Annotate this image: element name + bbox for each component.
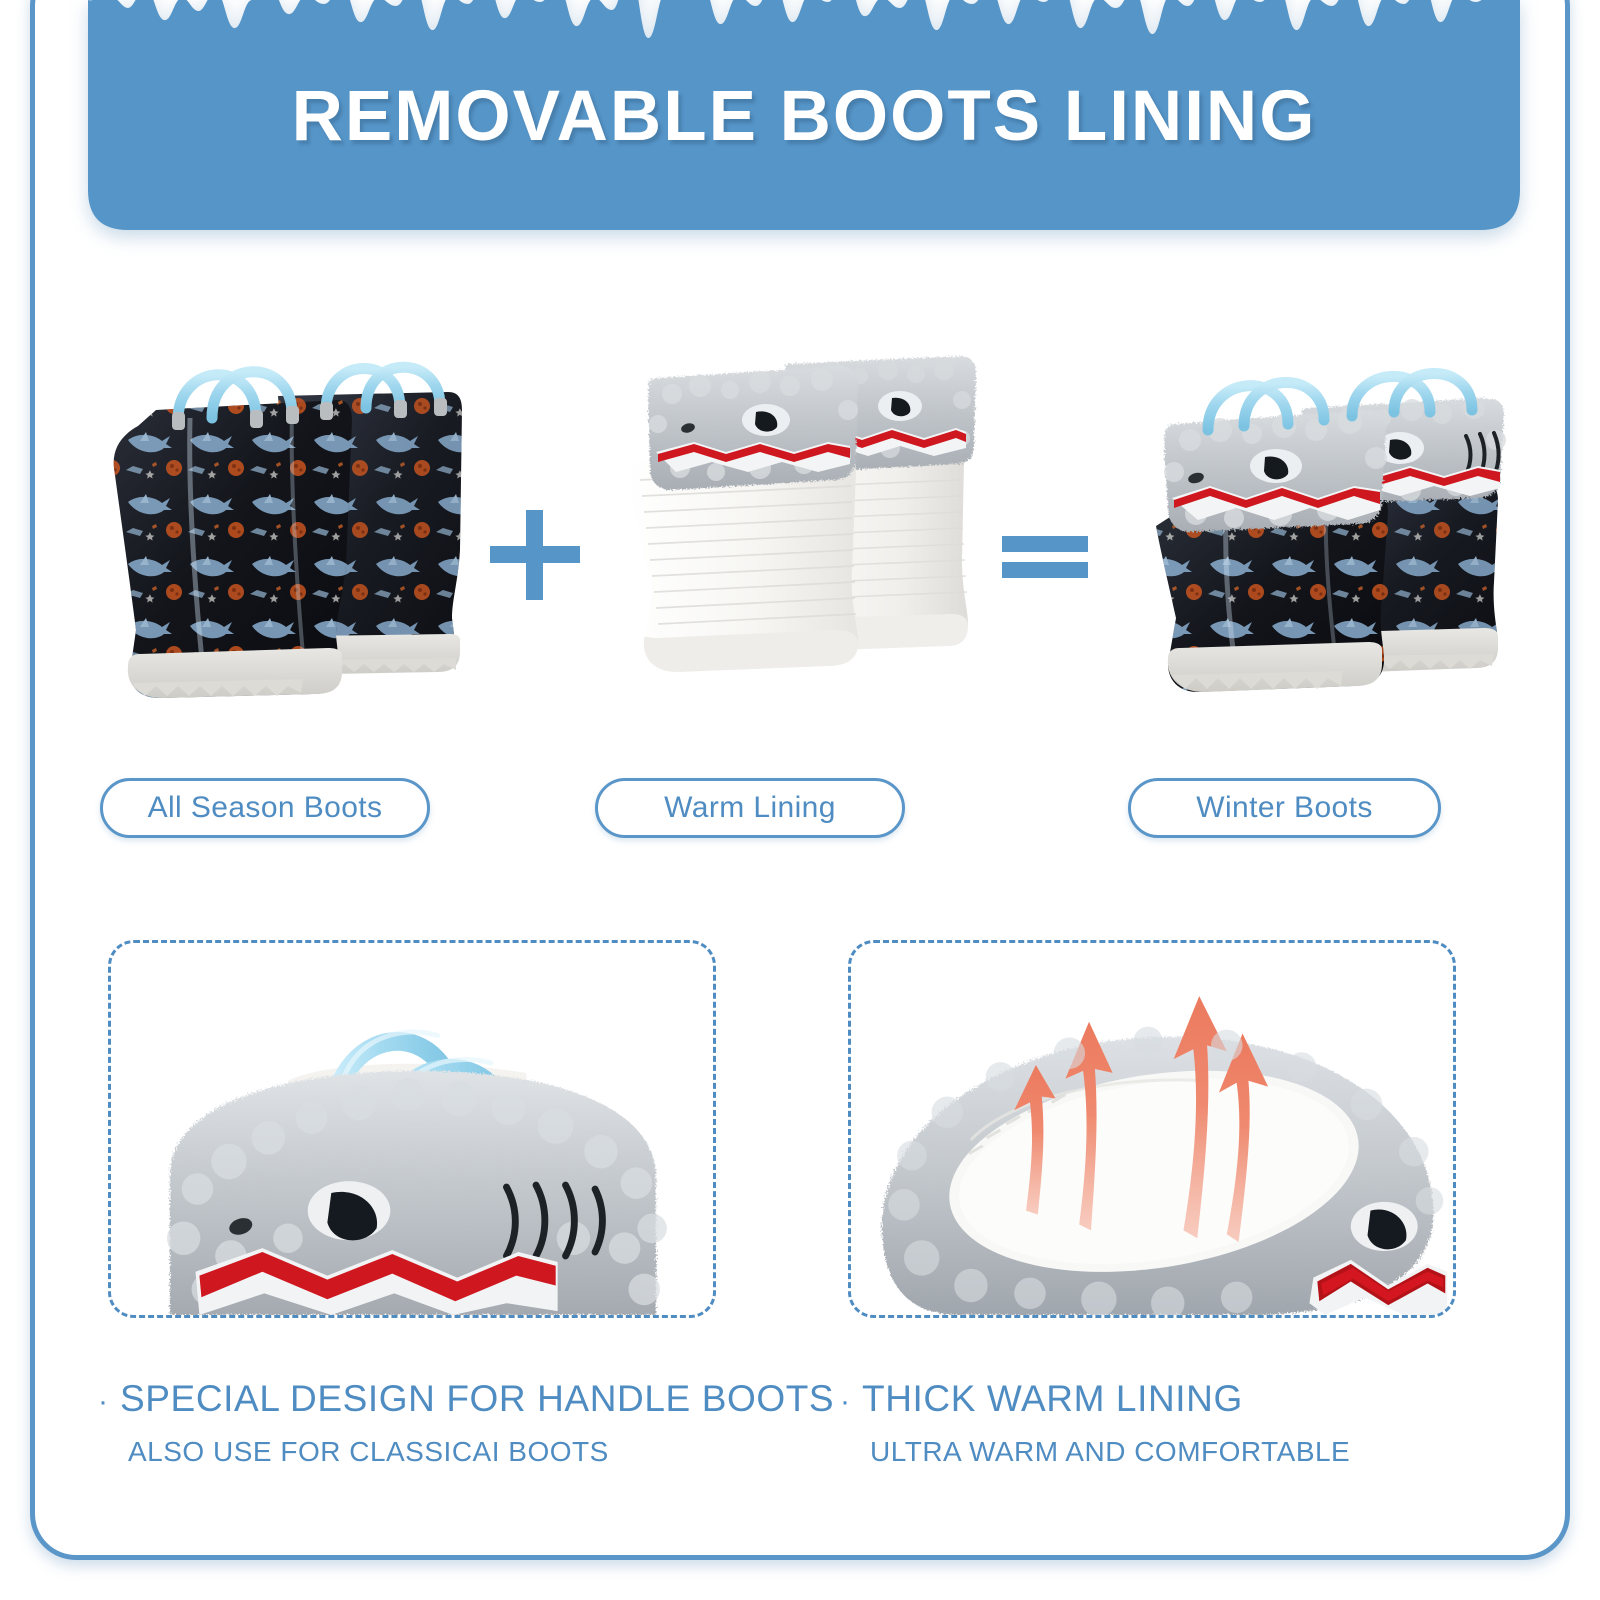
product-warm-lining — [570, 300, 990, 750]
label-warm-lining: Warm Lining — [595, 778, 905, 838]
page-title-text: REMOVABLE BOOTS LINING — [291, 76, 1317, 156]
feature-handle-design: · SPECIAL DESIGN FOR HANDLE BOOTS ALSO U… — [98, 1378, 834, 1468]
page-title: REMOVABLE BOOTS LINING — [88, 0, 1520, 230]
warmth-arrows-photo — [881, 996, 1448, 1315]
label-all-season-boots-text: All Season Boots — [147, 791, 383, 824]
product-all-season-boots — [60, 300, 480, 750]
all-season-boots-photo — [113, 361, 462, 698]
feature-thick-lining: · THICK WARM LINING ULTRA WARM AND COMFO… — [840, 1378, 1350, 1468]
handle-closeup-photo — [166, 1029, 667, 1315]
feature-thick-lining-heading: · THICK WARM LINING — [840, 1378, 1350, 1420]
label-winter-boots: Winter Boots — [1128, 778, 1441, 838]
header-banner: REMOVABLE BOOTS LINING — [88, 0, 1520, 230]
plus-operator — [480, 500, 590, 610]
equation-row: All Season Boots Warm Lining Winter Boot… — [60, 300, 1540, 838]
warm-lining-photo — [627, 356, 976, 672]
feature-thick-lining-title: THICK WARM LINING — [862, 1378, 1243, 1419]
equals-icon — [1002, 536, 1088, 578]
plus-icon — [490, 510, 580, 600]
banner-drip-shape — [88, 0, 1520, 230]
feature-handle-design-heading: · SPECIAL DESIGN FOR HANDLE BOOTS — [98, 1378, 834, 1420]
bullet-icon: · — [840, 1385, 850, 1418]
winter-boots-photo — [1156, 368, 1506, 692]
label-winter-boots-text: Winter Boots — [1196, 791, 1373, 824]
label-warm-lining-text: Warm Lining — [664, 791, 836, 824]
feature-thick-lining-subtitle: ULTRA WARM AND COMFORTABLE — [870, 1436, 1351, 1467]
detail-panel-thick-lining — [848, 940, 1456, 1318]
equals-operator — [990, 500, 1100, 610]
label-all-season-boots: All Season Boots — [100, 778, 430, 838]
feature-handle-design-subtitle: ALSO USE FOR CLASSICAI BOOTS — [128, 1436, 609, 1467]
product-winter-boots — [1080, 300, 1540, 750]
detail-panel-handle-design — [108, 940, 716, 1318]
bullet-icon: · — [98, 1385, 108, 1418]
feature-handle-design-title: SPECIAL DESIGN FOR HANDLE BOOTS — [120, 1378, 835, 1419]
